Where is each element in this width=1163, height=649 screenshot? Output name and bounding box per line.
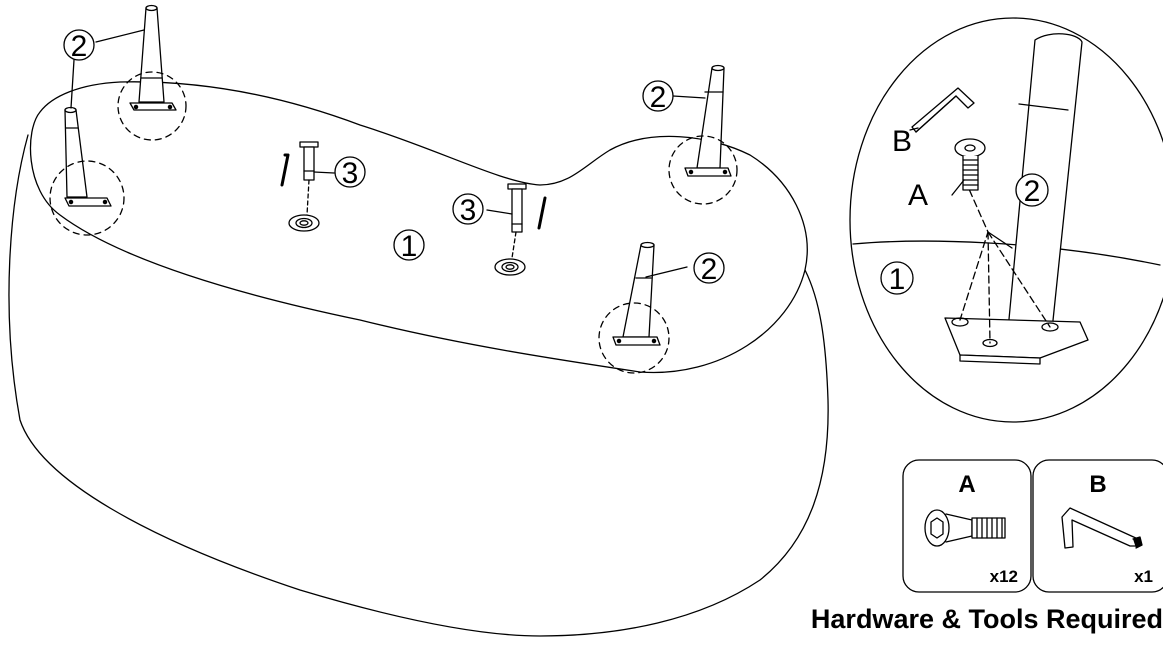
detail-label-b: B: [892, 125, 912, 158]
dowel-left: [280, 141, 320, 232]
detail-view: [849, 17, 1163, 423]
leg-top-left: [117, 4, 187, 141]
hardware-caption: Hardware & Tools Required: [810, 604, 1163, 634]
callout-leg-right: 2: [650, 81, 667, 114]
callout-leg-bottom-right: 2: [701, 253, 718, 286]
leg-bottom-right: [598, 241, 670, 374]
leg-left: [49, 106, 125, 236]
callout-detail-seat: 1: [889, 263, 906, 296]
detail-label-a: A: [908, 179, 928, 212]
leg-right: [668, 64, 738, 205]
hardware-b-letter: B: [1089, 471, 1106, 498]
callout-leg-top-left: 2: [71, 30, 88, 63]
hardware-b-qty: x1: [1134, 567, 1153, 586]
dowel-right: [494, 183, 547, 276]
hardware-box-a: [902, 459, 1032, 593]
callout-dowel-right: 3: [460, 194, 477, 227]
hardware-a-letter: A: [958, 471, 975, 498]
allen-key-icon: [1061, 507, 1143, 549]
callout-seat: 1: [401, 230, 418, 263]
callout-detail-leg: 2: [1024, 175, 1041, 208]
bolt-icon: [924, 509, 1006, 547]
callout-dowel-left: 3: [342, 157, 359, 190]
ottoman-body-outline: [8, 134, 829, 637]
hardware-box-b: [1032, 459, 1163, 593]
hardware-a-qty: x12: [990, 567, 1018, 586]
ottoman-top-outline: [29, 81, 808, 374]
